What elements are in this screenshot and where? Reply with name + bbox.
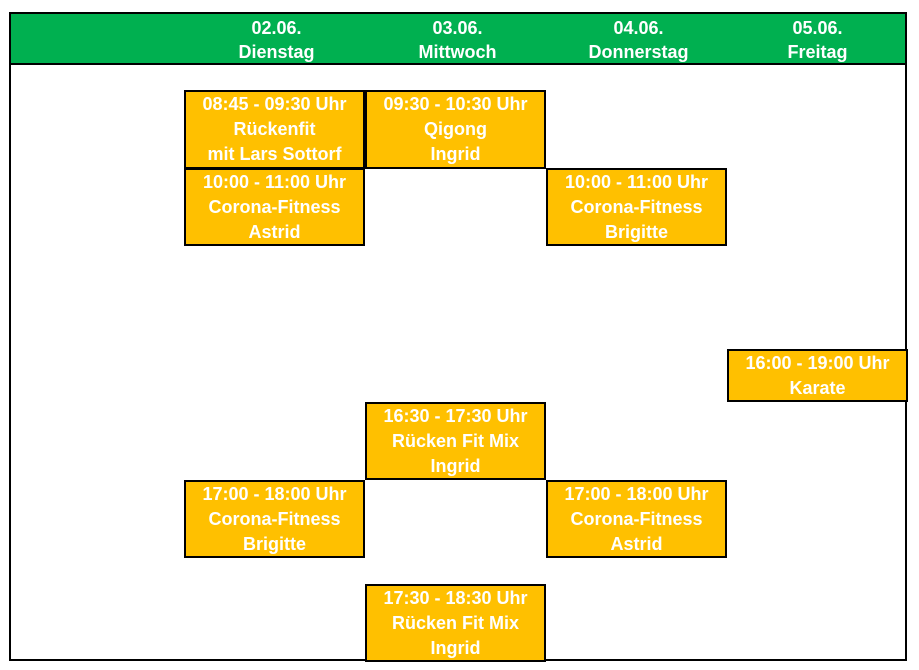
day-header-thursday: 04.06. Donnerstag [548, 14, 729, 65]
event-title: Corona-Fitness [570, 197, 703, 217]
event-trainer: Ingrid [430, 456, 481, 476]
event-time: 17:00 - 18:00 Uhr [564, 484, 709, 504]
event-block[interactable]: 10:00 - 11:00 Uhr Corona-Fitness Brigitt… [546, 168, 727, 246]
event-trainer: Brigitte [243, 534, 306, 554]
event-time: 17:00 - 18:00 Uhr [202, 484, 347, 504]
event-title: Corona-Fitness [570, 509, 703, 529]
event-trainer: Brigitte [605, 222, 668, 242]
event-block[interactable]: 16:30 - 17:30 Uhr Rücken Fit Mix Ingrid [365, 402, 546, 480]
day-weekday: Donnerstag [588, 42, 689, 62]
event-title: Corona-Fitness [208, 509, 341, 529]
event-block[interactable]: 08:45 - 09:30 Uhr Rückenfit mit Lars Sot… [184, 90, 365, 169]
event-time: 16:00 - 19:00 Uhr [745, 353, 890, 373]
day-weekday: Dienstag [238, 42, 315, 62]
event-time: 10:00 - 11:00 Uhr [564, 172, 709, 192]
day-header-friday: 05.06. Freitag [727, 14, 908, 65]
day-header-wednesday: 03.06. Mittwoch [367, 14, 548, 65]
event-block[interactable]: 17:30 - 18:30 Uhr Rücken Fit Mix Ingrid [365, 584, 546, 662]
event-title: Rückenfit [233, 119, 316, 139]
day-weekday: Mittwoch [418, 42, 497, 62]
event-block[interactable]: 17:00 - 18:00 Uhr Corona-Fitness Astrid [546, 480, 727, 558]
event-trainer: Astrid [248, 222, 301, 242]
event-block[interactable]: 17:00 - 18:00 Uhr Corona-Fitness Brigitt… [184, 480, 365, 558]
day-date: 02.06. [251, 18, 302, 38]
day-date: 05.06. [792, 18, 843, 38]
event-time: 09:30 - 10:30 Uhr [383, 94, 528, 114]
day-header-tuesday: 02.06. Dienstag [186, 14, 367, 65]
day-weekday: Freitag [787, 42, 848, 62]
event-time: 08:45 - 09:30 Uhr [202, 94, 347, 114]
event-trainer: mit Lars Sottorf [207, 144, 342, 164]
event-title: Karate [789, 378, 846, 398]
event-trainer: Ingrid [430, 638, 481, 658]
event-title: Rücken Fit Mix [391, 613, 520, 633]
event-trainer: Ingrid [430, 144, 481, 164]
event-title: Qigong [424, 119, 487, 139]
event-time: 17:30 - 18:30 Uhr [383, 588, 528, 608]
event-block[interactable]: 10:00 - 11:00 Uhr Corona-Fitness Astrid [184, 168, 365, 246]
event-time: 10:00 - 11:00 Uhr [202, 172, 347, 192]
day-date: 04.06. [613, 18, 664, 38]
event-title: Corona-Fitness [208, 197, 341, 217]
schedule-header: 02.06. Dienstag 03.06. Mittwoch 04.06. D… [9, 12, 907, 65]
event-block[interactable]: 16:00 - 19:00 Uhr Karate [727, 349, 908, 402]
event-block[interactable]: 09:30 - 10:30 Uhr Qigong Ingrid [365, 90, 546, 169]
event-trainer: Astrid [610, 534, 663, 554]
event-title: Rücken Fit Mix [391, 431, 520, 451]
day-date: 03.06. [432, 18, 483, 38]
event-time: 16:30 - 17:30 Uhr [383, 406, 528, 426]
